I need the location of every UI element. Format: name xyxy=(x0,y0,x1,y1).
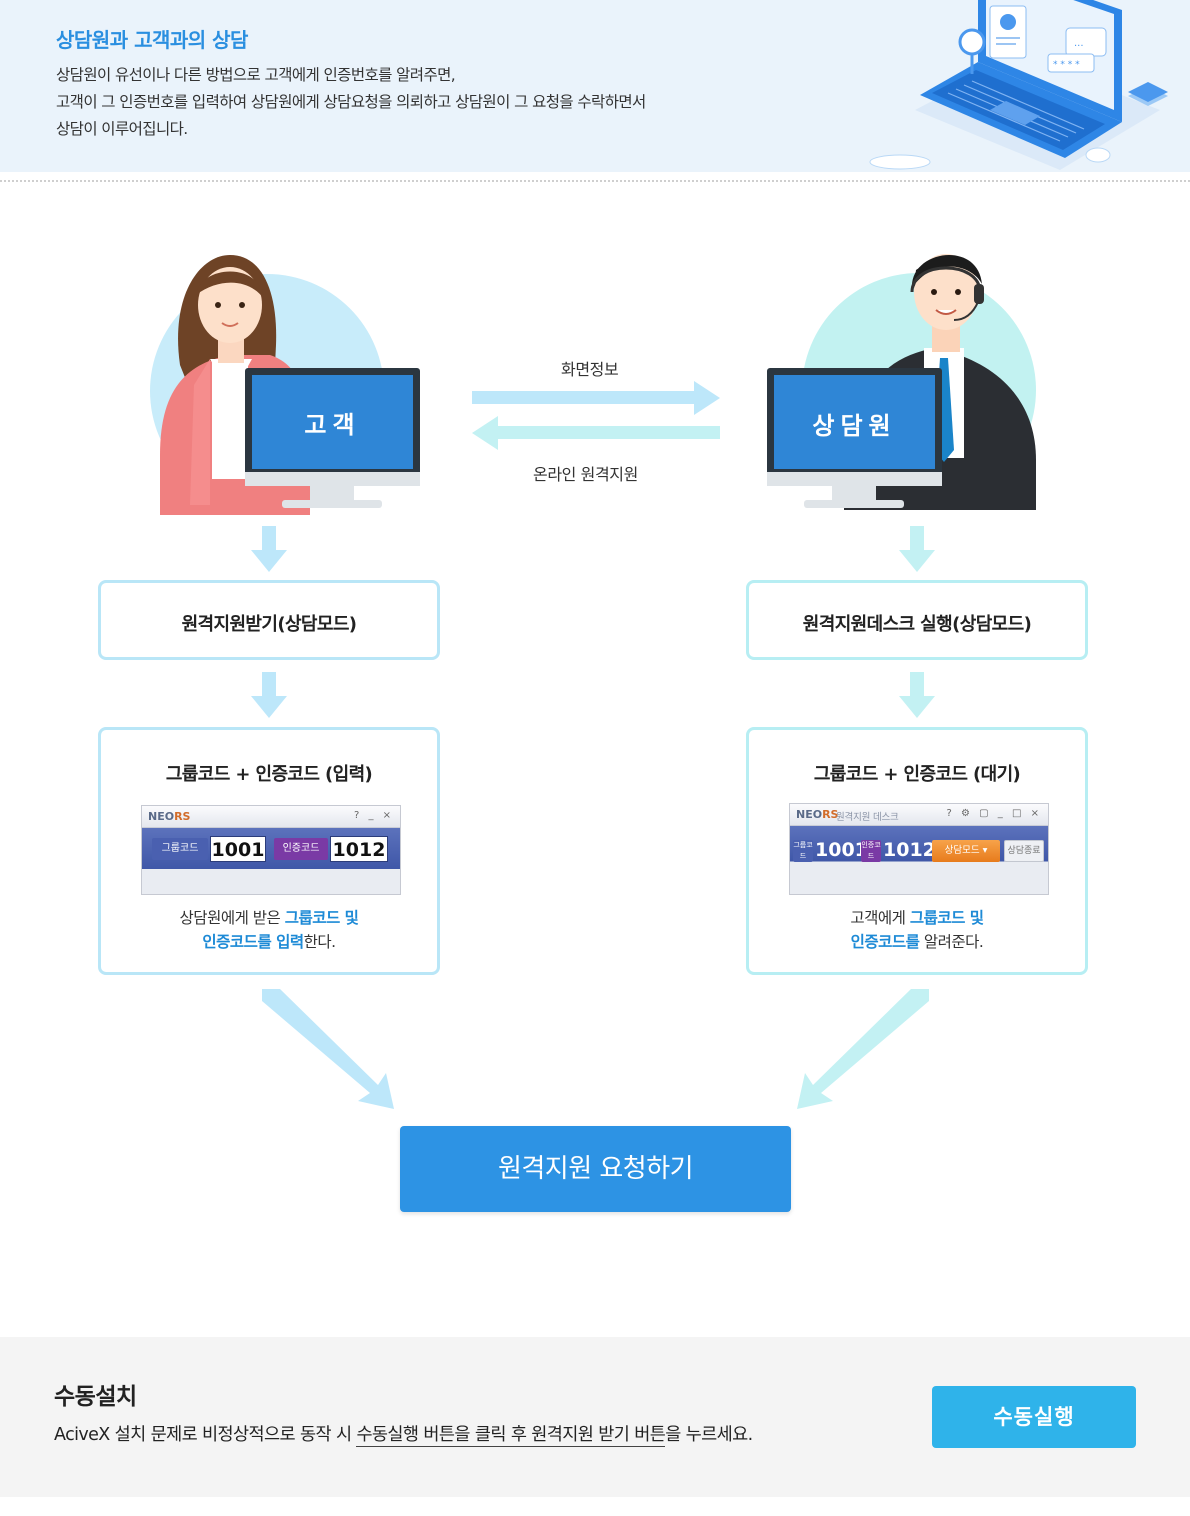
agent-monitor-label: 상담원 xyxy=(812,412,897,440)
header-desc-line: 고객이 그 인증번호를 입력하여 상담원에게 상담요청을 의뢰하고 상담원이 그… xyxy=(56,93,646,111)
auth-code-input[interactable]: 1012 xyxy=(330,836,388,862)
agent-step-wait-codes: 그룹코드 + 인증코드 (대기) NEORS 원격지원 데스크 ? ⚙ ▢ _ … xyxy=(746,727,1088,975)
window-controls: ? _ × xyxy=(353,810,394,821)
arrow-down-icon xyxy=(251,526,287,572)
header-banner: 상담원과 고객과의 상담 상담원이 유선이나 다른 방법으로 고객에게 인증번호… xyxy=(0,0,1190,172)
agent-step-run-desk: 원격지원데스크 실행(상담모드) xyxy=(746,580,1088,660)
app-titlebar: NEORS ? _ × xyxy=(142,806,400,828)
app-logo: NEORS xyxy=(148,810,191,823)
consult-mode-button[interactable]: 상담모드 ▾ xyxy=(932,840,1000,862)
customer-monitor-label: 고객 xyxy=(304,411,361,439)
group-code-tag: 그룹코드 xyxy=(152,838,208,860)
exchange-arrows xyxy=(472,381,720,450)
agent-app-screenshot: NEORS 원격지원 데스크 ? ⚙ ▢ _ □ × 그룹코드 1001 인증코… xyxy=(789,803,1049,895)
arrow-diagonal-down-right-icon xyxy=(262,989,394,1109)
group-code-input[interactable]: 1001 xyxy=(210,836,266,862)
arrow-left-icon xyxy=(472,416,720,450)
agent-step-note: 고객에게 그룹코드 및 인증코드를 알려준다. xyxy=(850,909,984,951)
header-desc-line: 상담원이 유선이나 다른 방법으로 고객에게 인증번호를 알려주면, xyxy=(56,66,456,84)
app-window-title: 원격지원 데스크 xyxy=(836,812,899,823)
window-controls: ? ⚙ ▢ _ □ × xyxy=(946,808,1042,819)
auth-code-tag: 인증코드 xyxy=(274,838,328,860)
step-title: 그룹코드 + 인증코드 (입력) xyxy=(165,764,373,785)
header-desc-line: 상담이 이루어집니다. xyxy=(56,120,188,138)
end-consult-button[interactable]: 상담종료 xyxy=(1004,840,1044,862)
arrow-down-icon xyxy=(899,672,935,718)
app-titlebar: NEORS 원격지원 데스크 ? ⚙ ▢ _ □ × xyxy=(790,804,1048,826)
page-title: 상담원과 고객과의 상담 xyxy=(56,28,248,52)
customer-step-enter-codes: 그룹코드 + 인증코드 (입력) NEORS ? _ × 그룹코드 1001 인… xyxy=(98,727,440,975)
group-code-value: 1001 xyxy=(815,839,868,861)
svg-text:* * * *: * * * * xyxy=(1053,60,1080,70)
arrow-down-icon xyxy=(899,526,935,572)
customer-figure xyxy=(150,255,420,515)
request-remote-support-button[interactable]: 원격지원 요청하기 xyxy=(400,1126,791,1212)
agent-illustration: 상담원 xyxy=(764,240,1054,515)
manual-install-description: AciveX 설치 문제로 비정상적으로 동작 시 수동실행 버튼을 클릭 후 … xyxy=(54,1425,753,1447)
screen-info-label: 화면정보 xyxy=(561,360,619,379)
agent-figure xyxy=(767,254,1036,510)
manual-install-section: 수동설치 AciveX 설치 문제로 비정상적으로 동작 시 수동실행 버튼을 … xyxy=(0,1337,1190,1497)
customer-step-receive-support: 원격지원받기(상담모드) xyxy=(98,580,440,660)
header-description: 상담원이 유선이나 다른 방법으로 고객에게 인증번호를 알려주면, 고객이 그… xyxy=(56,62,646,143)
online-remote-support-label: 온라인 원격지원 xyxy=(533,465,638,484)
step-title: 원격지원데스크 실행(상담모드) xyxy=(802,614,1032,635)
arrow-right-icon xyxy=(472,381,720,415)
section-divider xyxy=(0,180,1190,182)
group-code-tag: 그룹코드 xyxy=(793,840,813,862)
auth-code-tag: 인증코드 xyxy=(861,840,881,862)
customer-step-note: 상담원에게 받은 그룹코드 및 인증코드를 입력한다. xyxy=(179,909,359,951)
arrow-diagonal-down-left-icon xyxy=(797,989,929,1109)
step-title: 원격지원받기(상담모드) xyxy=(181,614,357,635)
app-body: 그룹코드 1001 인증코드 1012 xyxy=(142,828,400,894)
auth-code-value: 1012 xyxy=(883,839,936,861)
svg-text:...: ... xyxy=(1074,38,1084,49)
customer-app-screenshot: NEORS ? _ × 그룹코드 1001 인증코드 1012 xyxy=(141,805,401,895)
app-body: 그룹코드 1001 인증코드 1012 상담모드 ▾ 상담종료 xyxy=(790,826,1048,894)
step-title: 그룹코드 + 인증코드 (대기) xyxy=(813,764,1021,785)
manual-install-title: 수동설치 xyxy=(54,1384,137,1410)
customer-illustration: 고객 xyxy=(150,255,430,515)
manual-run-button[interactable]: 수동실행 xyxy=(932,1386,1136,1448)
arrow-down-icon xyxy=(251,672,287,718)
laptop-illustration: ... * * * * xyxy=(869,0,1168,170)
app-logo: NEORS xyxy=(796,808,839,821)
